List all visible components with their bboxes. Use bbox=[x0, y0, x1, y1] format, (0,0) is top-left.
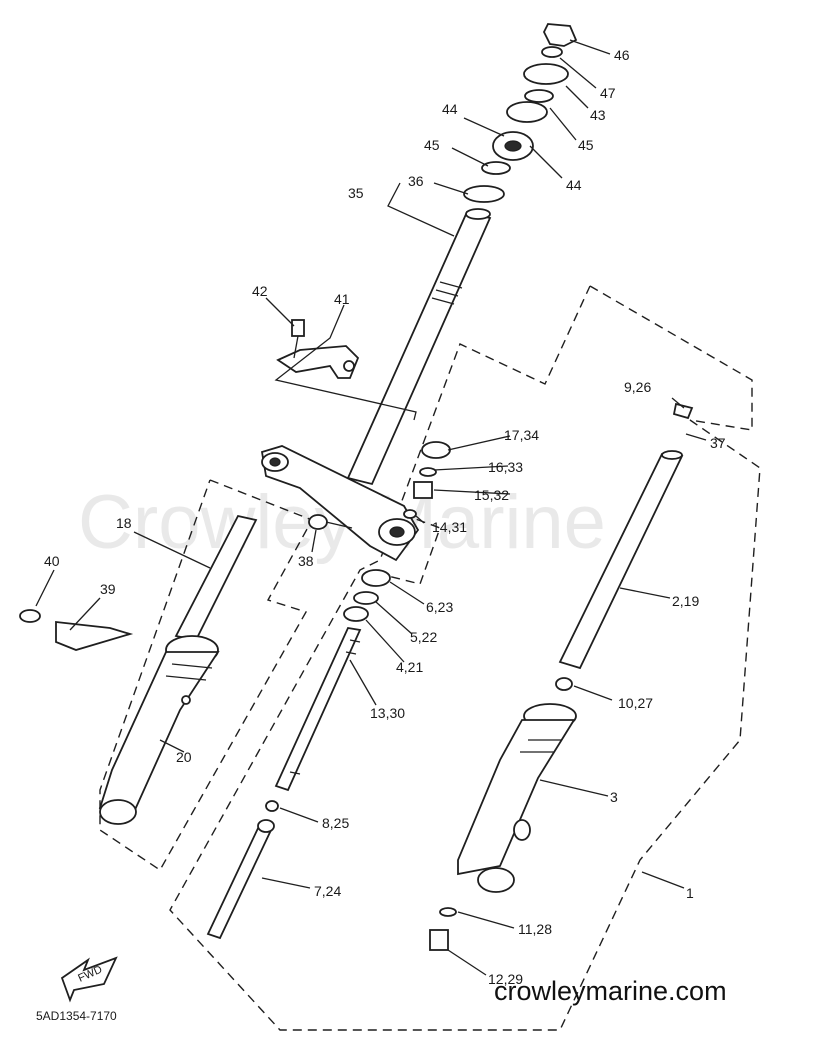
group-outline-left bbox=[99, 479, 313, 872]
callout-6-23: 6,23 bbox=[426, 599, 453, 615]
damper-rod bbox=[206, 800, 279, 940]
callout-40: 40 bbox=[44, 553, 60, 569]
callout-12-29: 12,29 bbox=[488, 971, 523, 987]
callout-39: 39 bbox=[100, 581, 116, 597]
callout-38: 38 bbox=[298, 553, 314, 569]
bearing-stack bbox=[463, 23, 578, 203]
fork-bracket bbox=[19, 609, 134, 651]
site-url: crowleymarine.com bbox=[494, 976, 727, 1006]
callout-20: 20 bbox=[176, 749, 192, 765]
callout-43: 43 bbox=[590, 107, 606, 123]
callout-3: 3 bbox=[610, 789, 618, 805]
pinch-bolt bbox=[308, 514, 353, 530]
callout-9-26: 9,26 bbox=[624, 379, 651, 395]
fork-assembly-left bbox=[98, 514, 258, 825]
group-outline-right bbox=[169, 285, 761, 1031]
callout-44b: 44 bbox=[566, 177, 582, 193]
diagram-code: 5AD1354-7170 bbox=[36, 1009, 117, 1023]
fwd-arrow: FWD bbox=[60, 956, 118, 1003]
callout-5-22: 5,22 bbox=[410, 629, 437, 645]
callout-47: 47 bbox=[600, 85, 616, 101]
callout-7-24: 7,24 bbox=[314, 883, 341, 899]
callout-42: 42 bbox=[252, 283, 268, 299]
callout-labels: 46 47 43 45 44 44 45 36 35 42 41 9,26 37… bbox=[44, 47, 726, 987]
callout-11-28: 11,28 bbox=[518, 921, 552, 937]
callout-44a: 44 bbox=[442, 101, 458, 117]
callout-10-27: 10,27 bbox=[618, 695, 653, 711]
under-bracket bbox=[260, 445, 420, 562]
callout-2-19: 2,19 bbox=[672, 593, 699, 609]
callout-13-30: 13,30 bbox=[370, 705, 405, 721]
callout-37: 37 bbox=[710, 435, 726, 451]
callout-46: 46 bbox=[614, 47, 630, 63]
callout-45a: 45 bbox=[424, 137, 440, 153]
seals-and-rings bbox=[343, 441, 457, 951]
leader-lines bbox=[35, 39, 707, 976]
callout-14-31: 14,31 bbox=[432, 519, 467, 535]
callout-15-32: 15,32 bbox=[474, 487, 509, 503]
fork-spring bbox=[274, 626, 362, 792]
callout-36: 36 bbox=[408, 173, 424, 189]
outer-tube-right bbox=[457, 703, 577, 893]
callout-4-21: 4,21 bbox=[396, 659, 423, 675]
callout-45b: 45 bbox=[578, 137, 594, 153]
callout-8-25: 8,25 bbox=[322, 815, 349, 831]
callout-17-34: 17,34 bbox=[504, 427, 539, 443]
callout-41: 41 bbox=[334, 291, 350, 307]
fork-tube-right bbox=[555, 402, 694, 691]
callout-16-33: 16,33 bbox=[488, 459, 523, 475]
steering-stem bbox=[346, 208, 492, 486]
callout-18: 18 bbox=[116, 515, 132, 531]
callout-1: 1 bbox=[686, 885, 694, 901]
callout-35: 35 bbox=[348, 185, 364, 201]
